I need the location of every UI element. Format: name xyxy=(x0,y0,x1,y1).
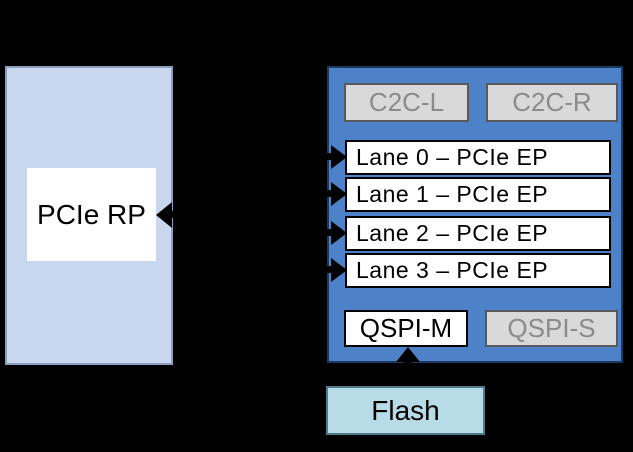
flash-to-qspi-arrow-stem xyxy=(404,360,411,388)
lane-3-pcie-ep-box: Lane 3 – PCIe EP xyxy=(345,253,611,288)
flash-box: Flash xyxy=(326,386,485,435)
lane-3-arrow-stem xyxy=(300,266,331,273)
lane-0-arrow-stem xyxy=(300,153,331,160)
qspi-s-box: QSPI-S xyxy=(485,310,618,347)
lane-1-arrow-stem xyxy=(300,190,331,197)
c2c-l-box: C2C-L xyxy=(344,83,469,122)
qspi-m-box: QSPI-M xyxy=(344,310,468,347)
host-block: PCIe RP xyxy=(5,66,173,365)
lane-3-arrow-icon xyxy=(331,258,347,282)
lane-2-arrow-icon xyxy=(331,221,347,245)
lane-2-arrow-stem xyxy=(300,229,331,236)
lane-1-pcie-ep-box: Lane 1 – PCIe EP xyxy=(345,177,611,212)
lane-0-arrow-icon xyxy=(331,145,347,169)
lane-2-pcie-ep-box: Lane 2 – PCIe EP xyxy=(345,216,611,251)
rp-left-arrow-stem xyxy=(171,211,256,218)
rp-left-arrow-icon xyxy=(156,202,172,228)
device-block: C2C-L C2C-R Lane 0 – PCIe EP Lane 1 – PC… xyxy=(327,66,623,363)
lane-0-pcie-ep-box: Lane 0 – PCIe EP xyxy=(345,140,611,175)
c2c-r-box: C2C-R xyxy=(486,83,618,122)
flash-to-qspi-arrow-icon xyxy=(396,347,420,362)
lane-1-arrow-icon xyxy=(331,182,347,206)
pcie-rp-box: PCIe RP xyxy=(27,168,156,261)
